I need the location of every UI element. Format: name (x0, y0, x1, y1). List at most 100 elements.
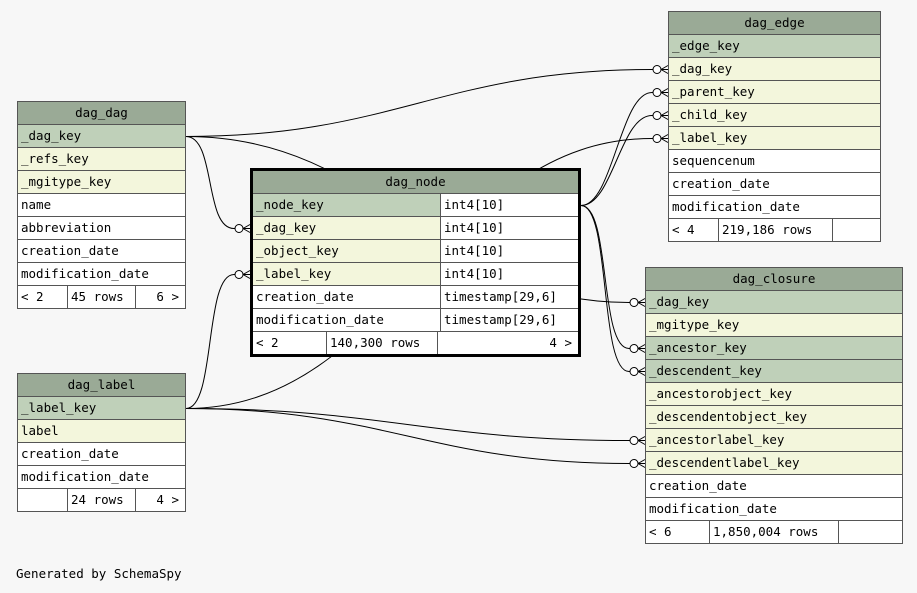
relationship-line (580, 92, 668, 206)
column-row[interactable]: abbreviation (18, 217, 185, 240)
column-row[interactable]: _descendent_key (646, 360, 902, 383)
optional-marker (652, 88, 662, 97)
column-row[interactable]: name (18, 194, 185, 217)
column-row[interactable]: _ancestorlabel_key (646, 429, 902, 452)
crows-foot-marker (637, 436, 646, 445)
column-row[interactable]: _label_key (669, 127, 880, 150)
table-footer: < 2 140,300 rows 4 > (253, 332, 578, 354)
column-type: int4[10] (440, 217, 578, 239)
optional-marker (629, 436, 639, 445)
column-row[interactable]: modification_date (18, 466, 185, 489)
generated-by-note: Generated by SchemaSpy (16, 566, 182, 581)
column-row[interactable]: label (18, 420, 185, 443)
column-row[interactable]: creation_date (669, 173, 880, 196)
table-title: dag_dag (18, 102, 185, 125)
optional-marker (234, 270, 244, 279)
relationship-line (185, 136, 250, 229)
column-row[interactable]: _parent_key (669, 81, 880, 104)
column-row[interactable]: _ancestorobject_key (646, 383, 902, 406)
parents-link[interactable]: < 2 (256, 335, 279, 350)
column-row[interactable]: modification_date (669, 196, 880, 219)
crows-foot-marker (242, 224, 251, 233)
crows-foot-marker (637, 459, 646, 468)
row-count: 45 rows (67, 286, 135, 308)
column-name: modification_date (649, 501, 777, 516)
table-dag-label[interactable]: dag_label _label_key label creation_date… (17, 373, 186, 512)
parents-link[interactable] (18, 489, 67, 511)
column-row[interactable]: creation_date (18, 240, 185, 263)
row-count: 140,300 rows (326, 332, 437, 354)
parents-link[interactable]: < 6 (649, 524, 672, 539)
column-name: _refs_key (21, 151, 89, 166)
column-row[interactable]: _descendentlabel_key (646, 452, 902, 475)
column-name: _ancestorobject_key (649, 386, 792, 401)
column-row[interactable]: creation_date (646, 475, 902, 498)
optional-marker (234, 224, 244, 233)
column-name: modification_date (256, 312, 384, 327)
column-name: _label_key (256, 266, 332, 281)
column-name: _node_key (256, 197, 324, 212)
table-dag-closure[interactable]: dag_closure _dag_key _mgitype_key _ances… (645, 267, 903, 544)
parents-link[interactable]: < 4 (672, 222, 695, 237)
table-title: dag_edge (669, 12, 880, 35)
column-name: creation_date (21, 446, 119, 461)
relationship-line (580, 205, 645, 349)
children-link[interactable] (832, 219, 880, 241)
column-name: abbreviation (21, 220, 112, 235)
children-link[interactable]: 4 > (135, 489, 185, 511)
table-dag-dag[interactable]: dag_dag _dag_key _refs_key _mgitype_key … (17, 101, 186, 309)
column-name: _ancestorlabel_key (649, 432, 785, 447)
column-row[interactable]: _label_key (18, 397, 185, 420)
column-row[interactable]: _edge_key (669, 35, 880, 58)
crows-foot-marker (660, 88, 669, 97)
optional-marker (629, 298, 639, 307)
table-footer: 24 rows 4 > (18, 489, 185, 511)
column-name: creation_date (21, 243, 119, 258)
optional-marker (652, 65, 662, 74)
column-row[interactable]: _descendentobject_key (646, 406, 902, 429)
column-name: _mgitype_key (649, 317, 740, 332)
column-row[interactable]: _dag_key (646, 291, 902, 314)
column-row[interactable]: _dag_key (669, 58, 880, 81)
column-row[interactable]: creation_date (18, 443, 185, 466)
column-row[interactable]: modification_date (646, 498, 902, 521)
children-link[interactable]: 4 > (437, 332, 578, 354)
row-count: 219,186 rows (718, 219, 832, 241)
column-row[interactable]: _child_key (669, 104, 880, 127)
parents-link[interactable]: < 2 (21, 289, 44, 304)
column-row[interactable]: _mgitype_key (18, 171, 185, 194)
table-title: dag_label (18, 374, 185, 397)
column-type: timestamp[29,6] (440, 286, 578, 308)
column-row[interactable]: sequencenum (669, 150, 880, 173)
column-name: _mgitype_key (21, 174, 112, 189)
column-row[interactable]: _refs_key (18, 148, 185, 171)
column-name: modification_date (21, 469, 149, 484)
column-row[interactable]: _dag_key (18, 125, 185, 148)
optional-marker (629, 344, 639, 353)
children-link[interactable]: 6 > (135, 286, 185, 308)
row-count: 1,850,004 rows (709, 521, 838, 543)
table-title: dag_closure (646, 268, 902, 291)
column-row[interactable]: _ancestor_key (646, 337, 902, 360)
table-dag-edge[interactable]: dag_edge _edge_key _dag_key _parent_key … (668, 11, 881, 242)
column-row[interactable]: _mgitype_key (646, 314, 902, 337)
column-name: _dag_key (649, 294, 710, 309)
optional-marker (629, 459, 639, 468)
column-name: _object_key (256, 243, 339, 258)
table-title: dag_node (253, 171, 578, 194)
crows-foot-marker (637, 344, 646, 353)
column-name: name (21, 197, 52, 212)
column-name: _descendentlabel_key (649, 455, 800, 470)
children-link[interactable] (838, 521, 902, 543)
row-count: 24 rows (67, 489, 135, 511)
relationship-line (580, 115, 668, 206)
optional-marker (652, 111, 662, 120)
column-row[interactable]: modification_date (18, 263, 185, 286)
